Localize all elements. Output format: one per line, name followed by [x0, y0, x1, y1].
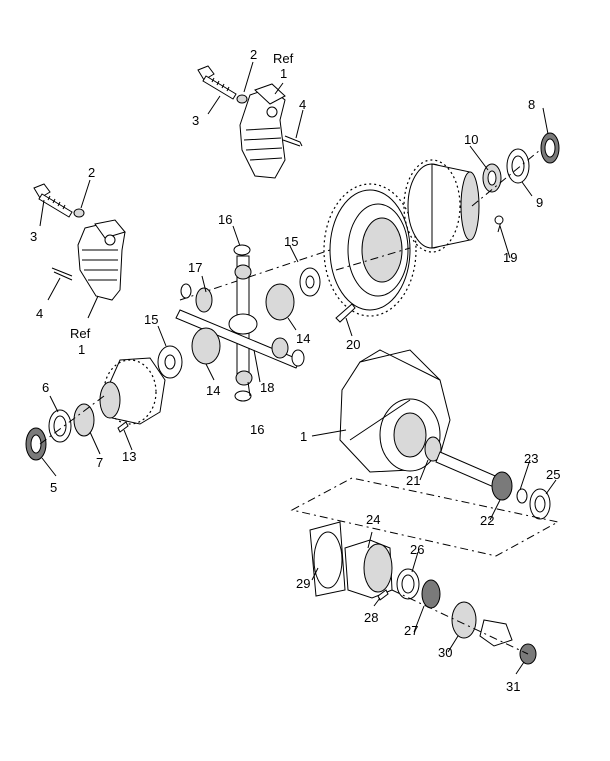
callout-22: 22 [480, 513, 495, 528]
callout-19: 19 [503, 250, 518, 265]
side-gear-14-right [265, 283, 295, 321]
seal-30 [451, 601, 477, 639]
callout-3-upper: 3 [192, 113, 200, 128]
pinion-bottom [235, 370, 253, 386]
callout-31: 31 [506, 679, 521, 694]
diff-case-left [99, 357, 166, 425]
callout-25: 25 [546, 467, 561, 482]
bearing-21 [424, 436, 442, 462]
callout-26: 26 [410, 542, 425, 557]
pinion-gear-22 [491, 471, 513, 501]
pinion-top [234, 264, 252, 280]
callout-16-top: 16 [218, 212, 233, 227]
callout-1-upper: 1 [280, 66, 288, 81]
side-pinion-17 [195, 287, 213, 313]
callout-16-bottom: 16 [250, 422, 265, 437]
callout-15-right: 15 [284, 234, 299, 249]
callout-7: 7 [96, 455, 104, 470]
callout-23: 23 [524, 451, 539, 466]
cage-leaders [311, 531, 525, 675]
subassembly-outline [290, 477, 560, 557]
bolt-20 [335, 303, 356, 323]
housing-leader [311, 429, 347, 437]
callout-2-upper: 2 [250, 47, 258, 62]
callout-17: 17 [188, 260, 203, 275]
bearing-cage-24 [344, 539, 393, 599]
callout-27: 27 [404, 623, 419, 638]
callout-5: 5 [50, 480, 58, 495]
callout-14-right: 14 [296, 331, 311, 346]
left-bearing-cap [77, 219, 126, 301]
spider-leaders [157, 275, 297, 397]
upper-leaders [232, 107, 549, 337]
callout-1-housing: 1 [300, 429, 308, 444]
callout-4-upper: 4 [299, 97, 307, 112]
callout-4-left: 4 [36, 306, 44, 321]
upper-bearing-cap [239, 83, 286, 179]
side-gear-14-left [191, 327, 221, 365]
lower-left-leaders [41, 395, 133, 477]
thrust-washer-16-bottom [234, 390, 252, 402]
carrier-housing [339, 349, 451, 473]
callout-20: 20 [346, 337, 361, 352]
spacer-23 [516, 488, 528, 504]
callout-ref-upper: Ref [273, 51, 294, 66]
upper-cap-washer [236, 94, 248, 104]
thrust-washer-16-top [233, 244, 251, 256]
drive-pinion-shaft [435, 451, 501, 489]
callout-21: 21 [406, 473, 421, 488]
callout-29: 29 [296, 576, 311, 591]
left-cap-washer [73, 208, 85, 218]
callout-1-left: 1 [78, 342, 86, 357]
callout-2-left: 2 [88, 165, 96, 180]
bolt-13 [117, 421, 129, 433]
ring-gear [323, 183, 417, 317]
callout-28: 28 [364, 610, 379, 625]
pinion-leaders [419, 459, 557, 521]
callout-18: 18 [260, 380, 275, 395]
diff-case-right [403, 159, 480, 253]
pinion-right [271, 337, 289, 359]
left-cap-cotter-pin [51, 267, 73, 281]
callout-15-left: 15 [144, 312, 159, 327]
callout-14-left: 14 [206, 383, 221, 398]
yoke [479, 619, 513, 647]
bearing-cone-27 [421, 579, 441, 609]
upper-cap-leaders [207, 61, 304, 139]
callout-3-left: 3 [30, 229, 38, 244]
spider-cross [175, 255, 301, 381]
upper-cap-cotter-pin [282, 135, 303, 147]
callout-8: 8 [528, 97, 536, 112]
left-cap-bolt [33, 183, 73, 218]
bearing-cone-7 [73, 403, 95, 437]
callout-10: 10 [464, 132, 479, 147]
callout-ref-left: Ref [70, 326, 91, 341]
callout-24: 24 [366, 512, 381, 527]
left-cap-leaders [39, 179, 99, 319]
axis-lines-upper [179, 149, 541, 301]
callout-13: 13 [122, 449, 137, 464]
upper-cap-bolt [197, 65, 237, 100]
callout-6: 6 [42, 380, 50, 395]
callout-9: 9 [536, 195, 544, 210]
callout-30: 30 [438, 645, 453, 660]
